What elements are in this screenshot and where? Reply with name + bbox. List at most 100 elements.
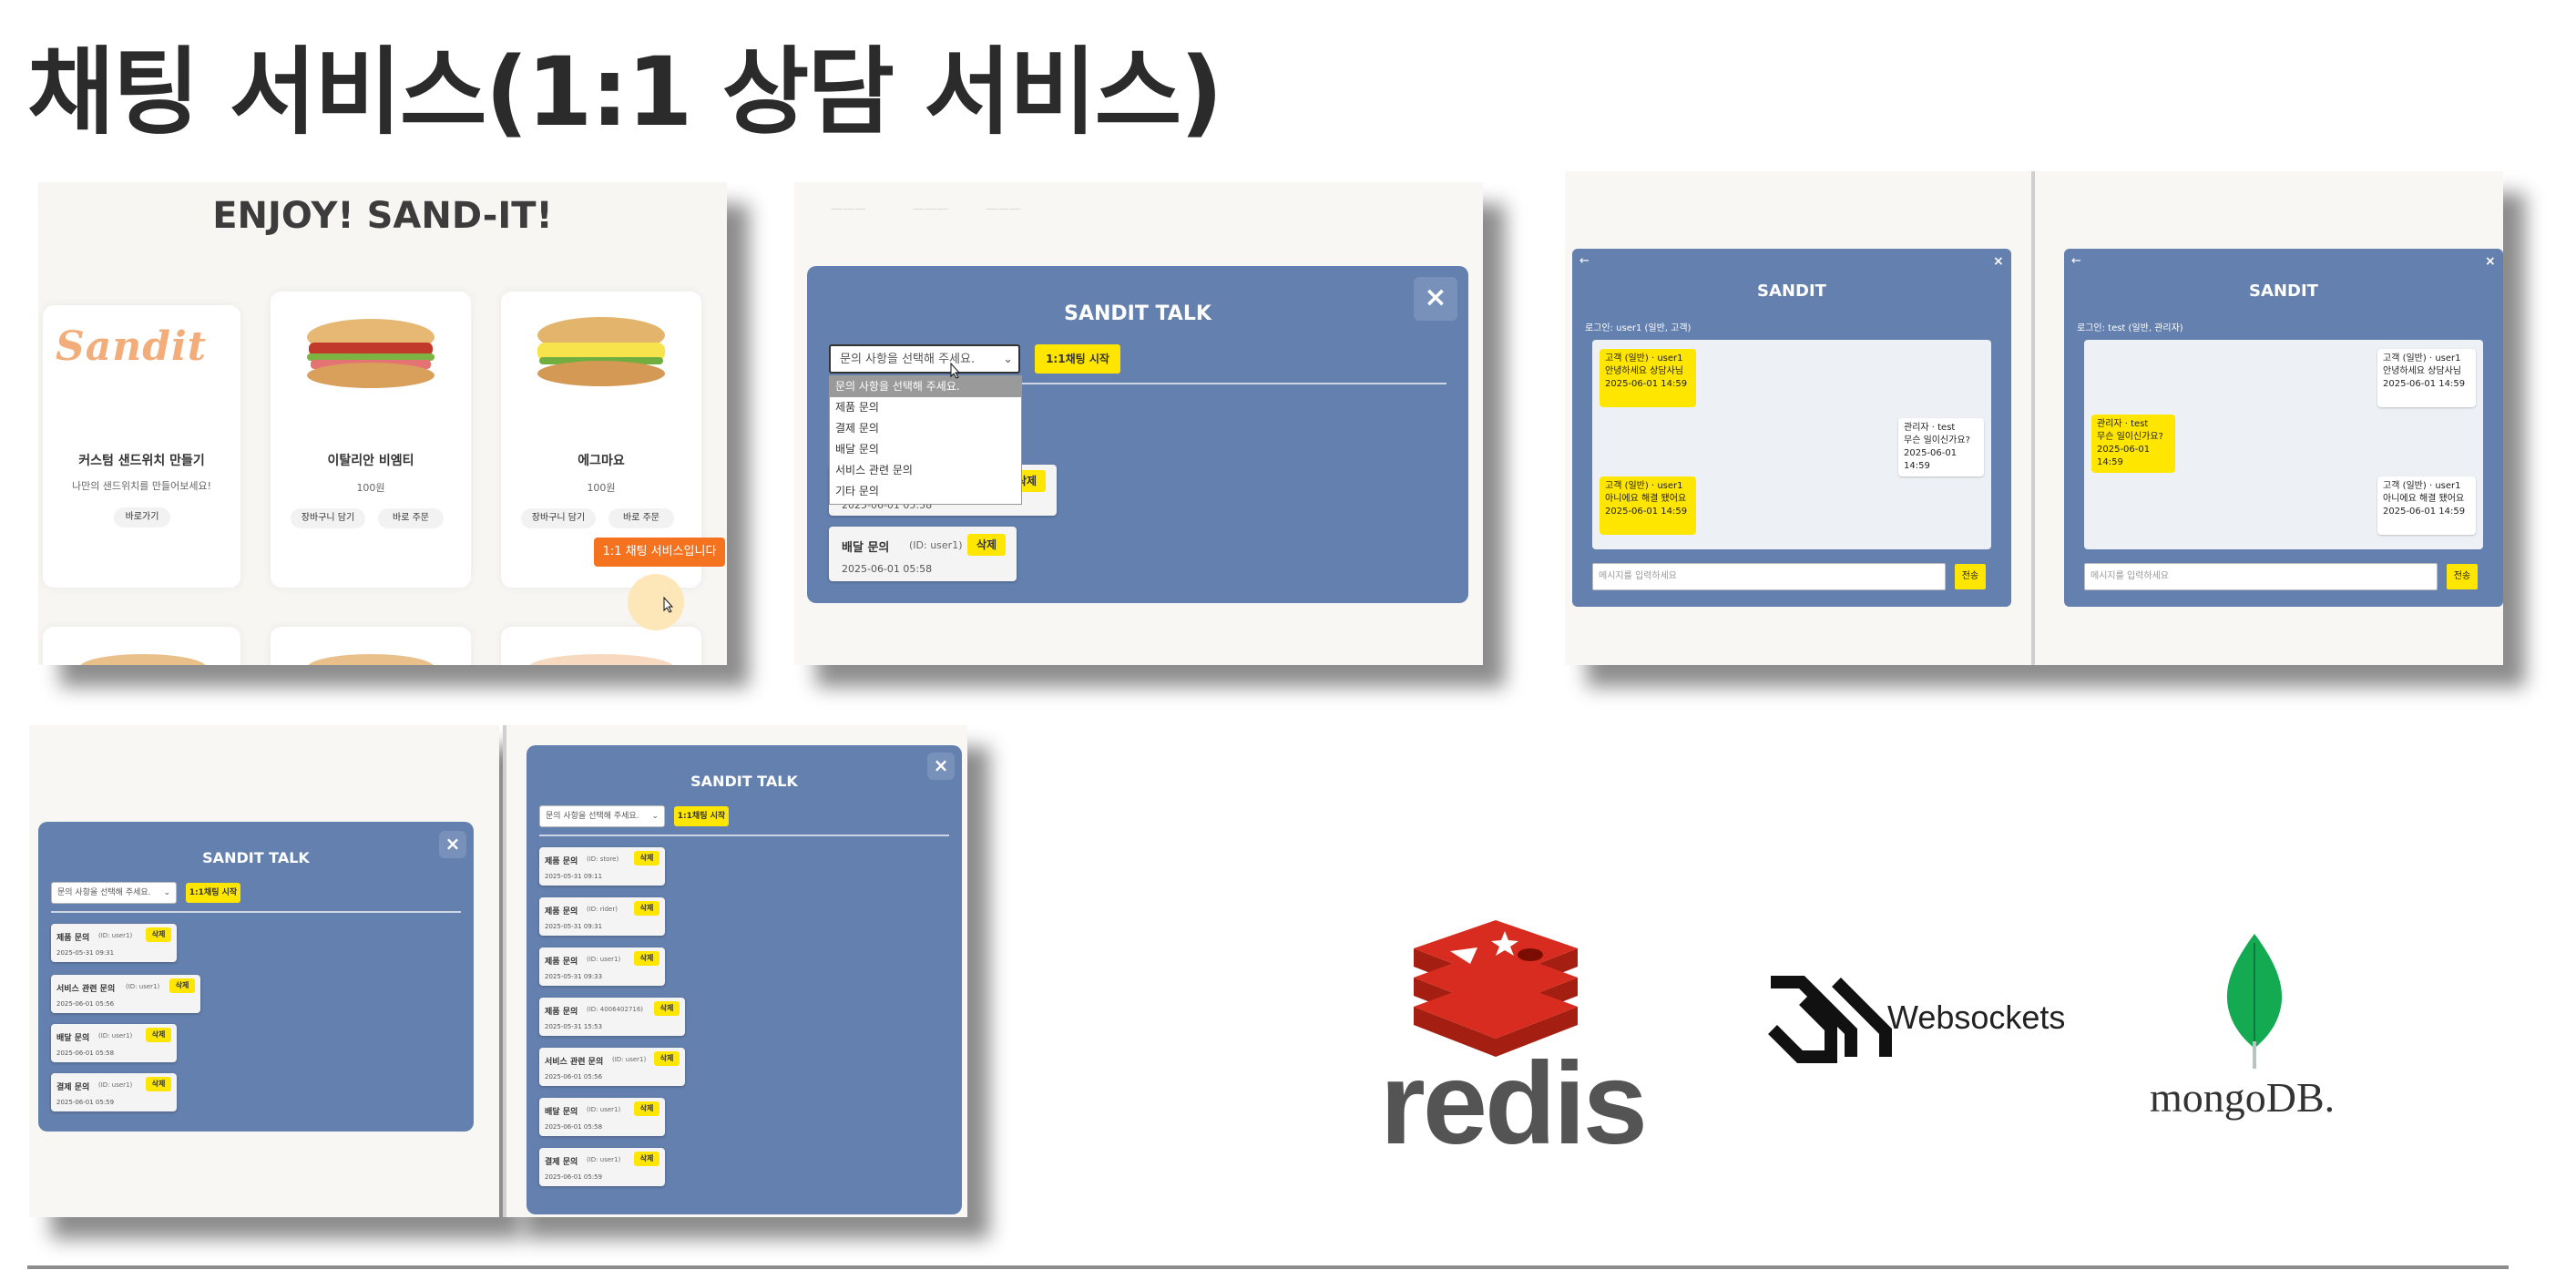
message-text: 아니에요 해결 됐어요: [1605, 494, 1687, 504]
inquiry-item[interactable]: 제품 문의 (ID: rider) 삭제 2025-05-31 09:31: [539, 897, 665, 936]
delete-button[interactable]: 삭제: [654, 1001, 680, 1016]
product-card-italian-bmt[interactable]: 이탈리안 비엠티 100원 장바구니 담기 바로 주문: [271, 292, 471, 588]
inquiry-select[interactable]: 문의 사항을 선택해 주세요. ⌄: [829, 344, 1020, 374]
inquiry-user-id: (ID: user1): [98, 932, 133, 939]
delete-button[interactable]: 삭제: [634, 1152, 659, 1166]
message-area: 고객 (일반) · user1 안녕하세요 상담사님 2025-06-01 14…: [1592, 340, 1991, 549]
message-text: 아니에요 해결 됐어요: [2383, 494, 2465, 504]
inquiry-date: 2025-06-01 05:59: [56, 1099, 115, 1106]
cursor-icon: [663, 597, 674, 613]
chat-window-customer: ← × SANDIT 로그인: user1 (일반, 고객) 고객 (일반) ·…: [1572, 249, 2011, 607]
start-chat-button[interactable]: 1:1채팅 시작: [674, 806, 729, 826]
order-now-button[interactable]: 바로 주문: [608, 508, 674, 528]
inquiry-date: 2025-06-01 05:58: [545, 1123, 603, 1131]
inquiry-select[interactable]: 문의 사항을 선택해 주세요. ⌄: [539, 805, 665, 827]
message-time: 2025-06-01 14:59: [1605, 507, 1688, 517]
dropdown-option[interactable]: 결제 문의: [835, 422, 879, 435]
inquiry-item[interactable]: 배달 문의 (ID: user1) 삭제 2025-06-01 05:58: [539, 1098, 665, 1136]
inquiry-type: 배달 문의: [842, 541, 890, 555]
inquiry-type: 배달 문의: [545, 1108, 578, 1117]
close-icon[interactable]: ×: [1993, 254, 2004, 269]
go-button[interactable]: 바로가기: [114, 507, 170, 527]
screenshot-menu-page: ENJOY! SAND-IT! Sandit 커스텀 샌드위치 만들기 나만의 …: [38, 182, 727, 665]
send-button[interactable]: 전송: [2447, 564, 2478, 589]
chat-title: SANDIT: [2249, 282, 2318, 301]
inquiry-item[interactable]: 제품 문의 (ID: 4006402716) 삭제 2025-05-31 15:…: [539, 998, 685, 1036]
inquiry-item[interactable]: 제품 문의 (ID: user1) 삭제 2025-05-31 09:33: [539, 947, 665, 986]
chat-title: SANDIT: [1757, 282, 1826, 301]
inquiry-user-id: (ID: 4006402716): [587, 1006, 644, 1013]
delete-button[interactable]: 삭제: [146, 1028, 171, 1042]
websockets-wordmark: Websockets: [1887, 999, 2066, 1036]
inquiry-select[interactable]: 문의 사항을 선택해 주세요. ⌄: [51, 882, 177, 904]
add-to-cart-button[interactable]: 장바구니 담기: [291, 508, 365, 528]
back-arrow-icon[interactable]: ←: [1579, 254, 1590, 268]
chat-fab-button[interactable]: [628, 574, 684, 630]
inquiry-item[interactable]: 배달 문의 (ID: user1) 삭제 2025-06-01 05:58: [829, 527, 1017, 581]
cursor-icon: [950, 363, 961, 379]
inquiry-type: 제품 문의: [545, 1008, 578, 1017]
mongodb-logo: mongoDB.: [2131, 929, 2405, 1148]
delete-button[interactable]: 삭제: [146, 1077, 171, 1091]
delete-button[interactable]: 삭제: [634, 1101, 659, 1116]
dropdown-option[interactable]: 배달 문의: [835, 443, 879, 456]
sandit-talk-modal: SANDIT TALK × 문의 사항을 선택해 주세요. ⌄ 1:1채팅 시작…: [807, 266, 1468, 603]
delete-button[interactable]: 삭제: [634, 951, 659, 966]
delete-button[interactable]: 삭제: [146, 927, 171, 942]
close-button[interactable]: ×: [1414, 277, 1457, 321]
inquiry-date: 2025-06-01 05:56: [545, 1073, 603, 1081]
select-value: 문의 사항을 선택해 주세요.: [840, 353, 976, 366]
inquiry-date: 2025-05-31 09:31: [545, 923, 603, 930]
inquiry-item[interactable]: 서비스 관련 문의 (ID: user1) 삭제 2025-06-01 05:5…: [539, 1048, 685, 1086]
inquiry-user-id: (ID: user1): [587, 1156, 621, 1163]
product-card-custom[interactable]: Sandit 커스텀 샌드위치 만들기 나만의 샌드위치를 만들어보세요! 바로…: [43, 305, 240, 588]
send-button[interactable]: 전송: [1955, 564, 1986, 589]
sandwich-image: [307, 319, 434, 388]
dropdown-option[interactable]: 서비스 관련 문의: [835, 464, 913, 476]
message-sender: 고객 (일반) · user1: [1605, 353, 1683, 364]
inquiry-date: 2025-06-01 05:59: [545, 1173, 603, 1181]
message-bubble: 고객 (일반) · user1 안녕하세요 상담사님 2025-06-01 14…: [1600, 349, 1696, 407]
delete-button[interactable]: 삭제: [654, 1051, 680, 1066]
inquiry-item[interactable]: 제품 문의 (ID: user1) 삭제 2025-05-31 09:31: [51, 924, 177, 962]
start-chat-button[interactable]: 1:1채팅 시작: [186, 883, 240, 903]
inquiry-dropdown-list[interactable]: 문의 사항을 선택해 주세요. 제품 문의 결제 문의 배달 문의 서비스 관련…: [829, 375, 1022, 505]
divider: [829, 383, 1446, 384]
inquiry-user-id: (ID: store): [587, 855, 619, 863]
dropdown-option[interactable]: 기타 문의: [835, 485, 879, 497]
inquiry-item[interactable]: 결제 문의 (ID: user1) 삭제 2025-06-01 05:59: [51, 1073, 177, 1111]
back-arrow-icon[interactable]: ←: [2071, 254, 2081, 268]
delete-button[interactable]: 삭제: [967, 534, 1006, 556]
message-input[interactable]: 메시지를 입력하세요: [2084, 563, 2438, 590]
message-time: 2025-06-01 14:59: [2383, 379, 2466, 389]
delete-button[interactable]: 삭제: [634, 901, 659, 916]
add-to-cart-button[interactable]: 장바구니 담기: [521, 508, 596, 528]
chevron-down-icon: ⌄: [1003, 353, 1013, 366]
login-status: 로그인: user1 (일반, 고객): [1585, 323, 1692, 333]
delete-button[interactable]: 삭제: [169, 978, 195, 993]
product-name: 커스텀 샌드위치 만들기: [78, 454, 205, 468]
close-icon[interactable]: ×: [2485, 254, 2496, 269]
inquiry-user-id: (ID: user1): [126, 983, 160, 990]
message-input[interactable]: 메시지를 입력하세요: [1592, 563, 1946, 590]
order-now-button[interactable]: 바로 주문: [378, 508, 444, 528]
chat-window-admin: ← × SANDIT 로그인: test (일반, 관리자) 고객 (일반) ·…: [2064, 249, 2503, 607]
inquiry-item[interactable]: 제품 문의 (ID: store) 삭제 2025-05-31 09:11: [539, 847, 665, 886]
inquiry-item[interactable]: 배달 문의 (ID: user1) 삭제 2025-06-01 05:58: [51, 1024, 177, 1062]
dropdown-option[interactable]: 제품 문의: [835, 401, 879, 414]
close-button[interactable]: ×: [439, 831, 466, 858]
message-text: 안녕하세요 상담사님: [1605, 366, 1683, 376]
start-chat-button[interactable]: 1:1채팅 시작: [1035, 344, 1120, 374]
delete-button[interactable]: 삭제: [634, 851, 659, 865]
inquiry-date: 2025-05-31 09:31: [56, 949, 115, 957]
modal-title: SANDIT TALK: [202, 849, 310, 866]
message-text: 안녕하세요 상담사님: [2383, 366, 2461, 376]
inquiry-user-id: (ID: user1): [909, 539, 963, 551]
inquiry-item[interactable]: 서비스 관련 문의 (ID: user1) 삭제 2025-06-01 05:5…: [51, 975, 200, 1013]
close-button[interactable]: ×: [927, 753, 955, 780]
sandit-talk-modal: SANDIT TALK × 문의 사항을 선택해 주세요. ⌄ 1:1채팅 시작…: [38, 822, 474, 1132]
dropdown-option-placeholder[interactable]: 문의 사항을 선택해 주세요.: [830, 376, 1021, 397]
inquiry-item[interactable]: 결제 문의 (ID: user1) 삭제 2025-06-01 05:59: [539, 1148, 665, 1186]
inquiry-type: 제품 문의: [545, 907, 578, 917]
inquiry-date: 2025-06-01 05:56: [56, 1000, 115, 1008]
